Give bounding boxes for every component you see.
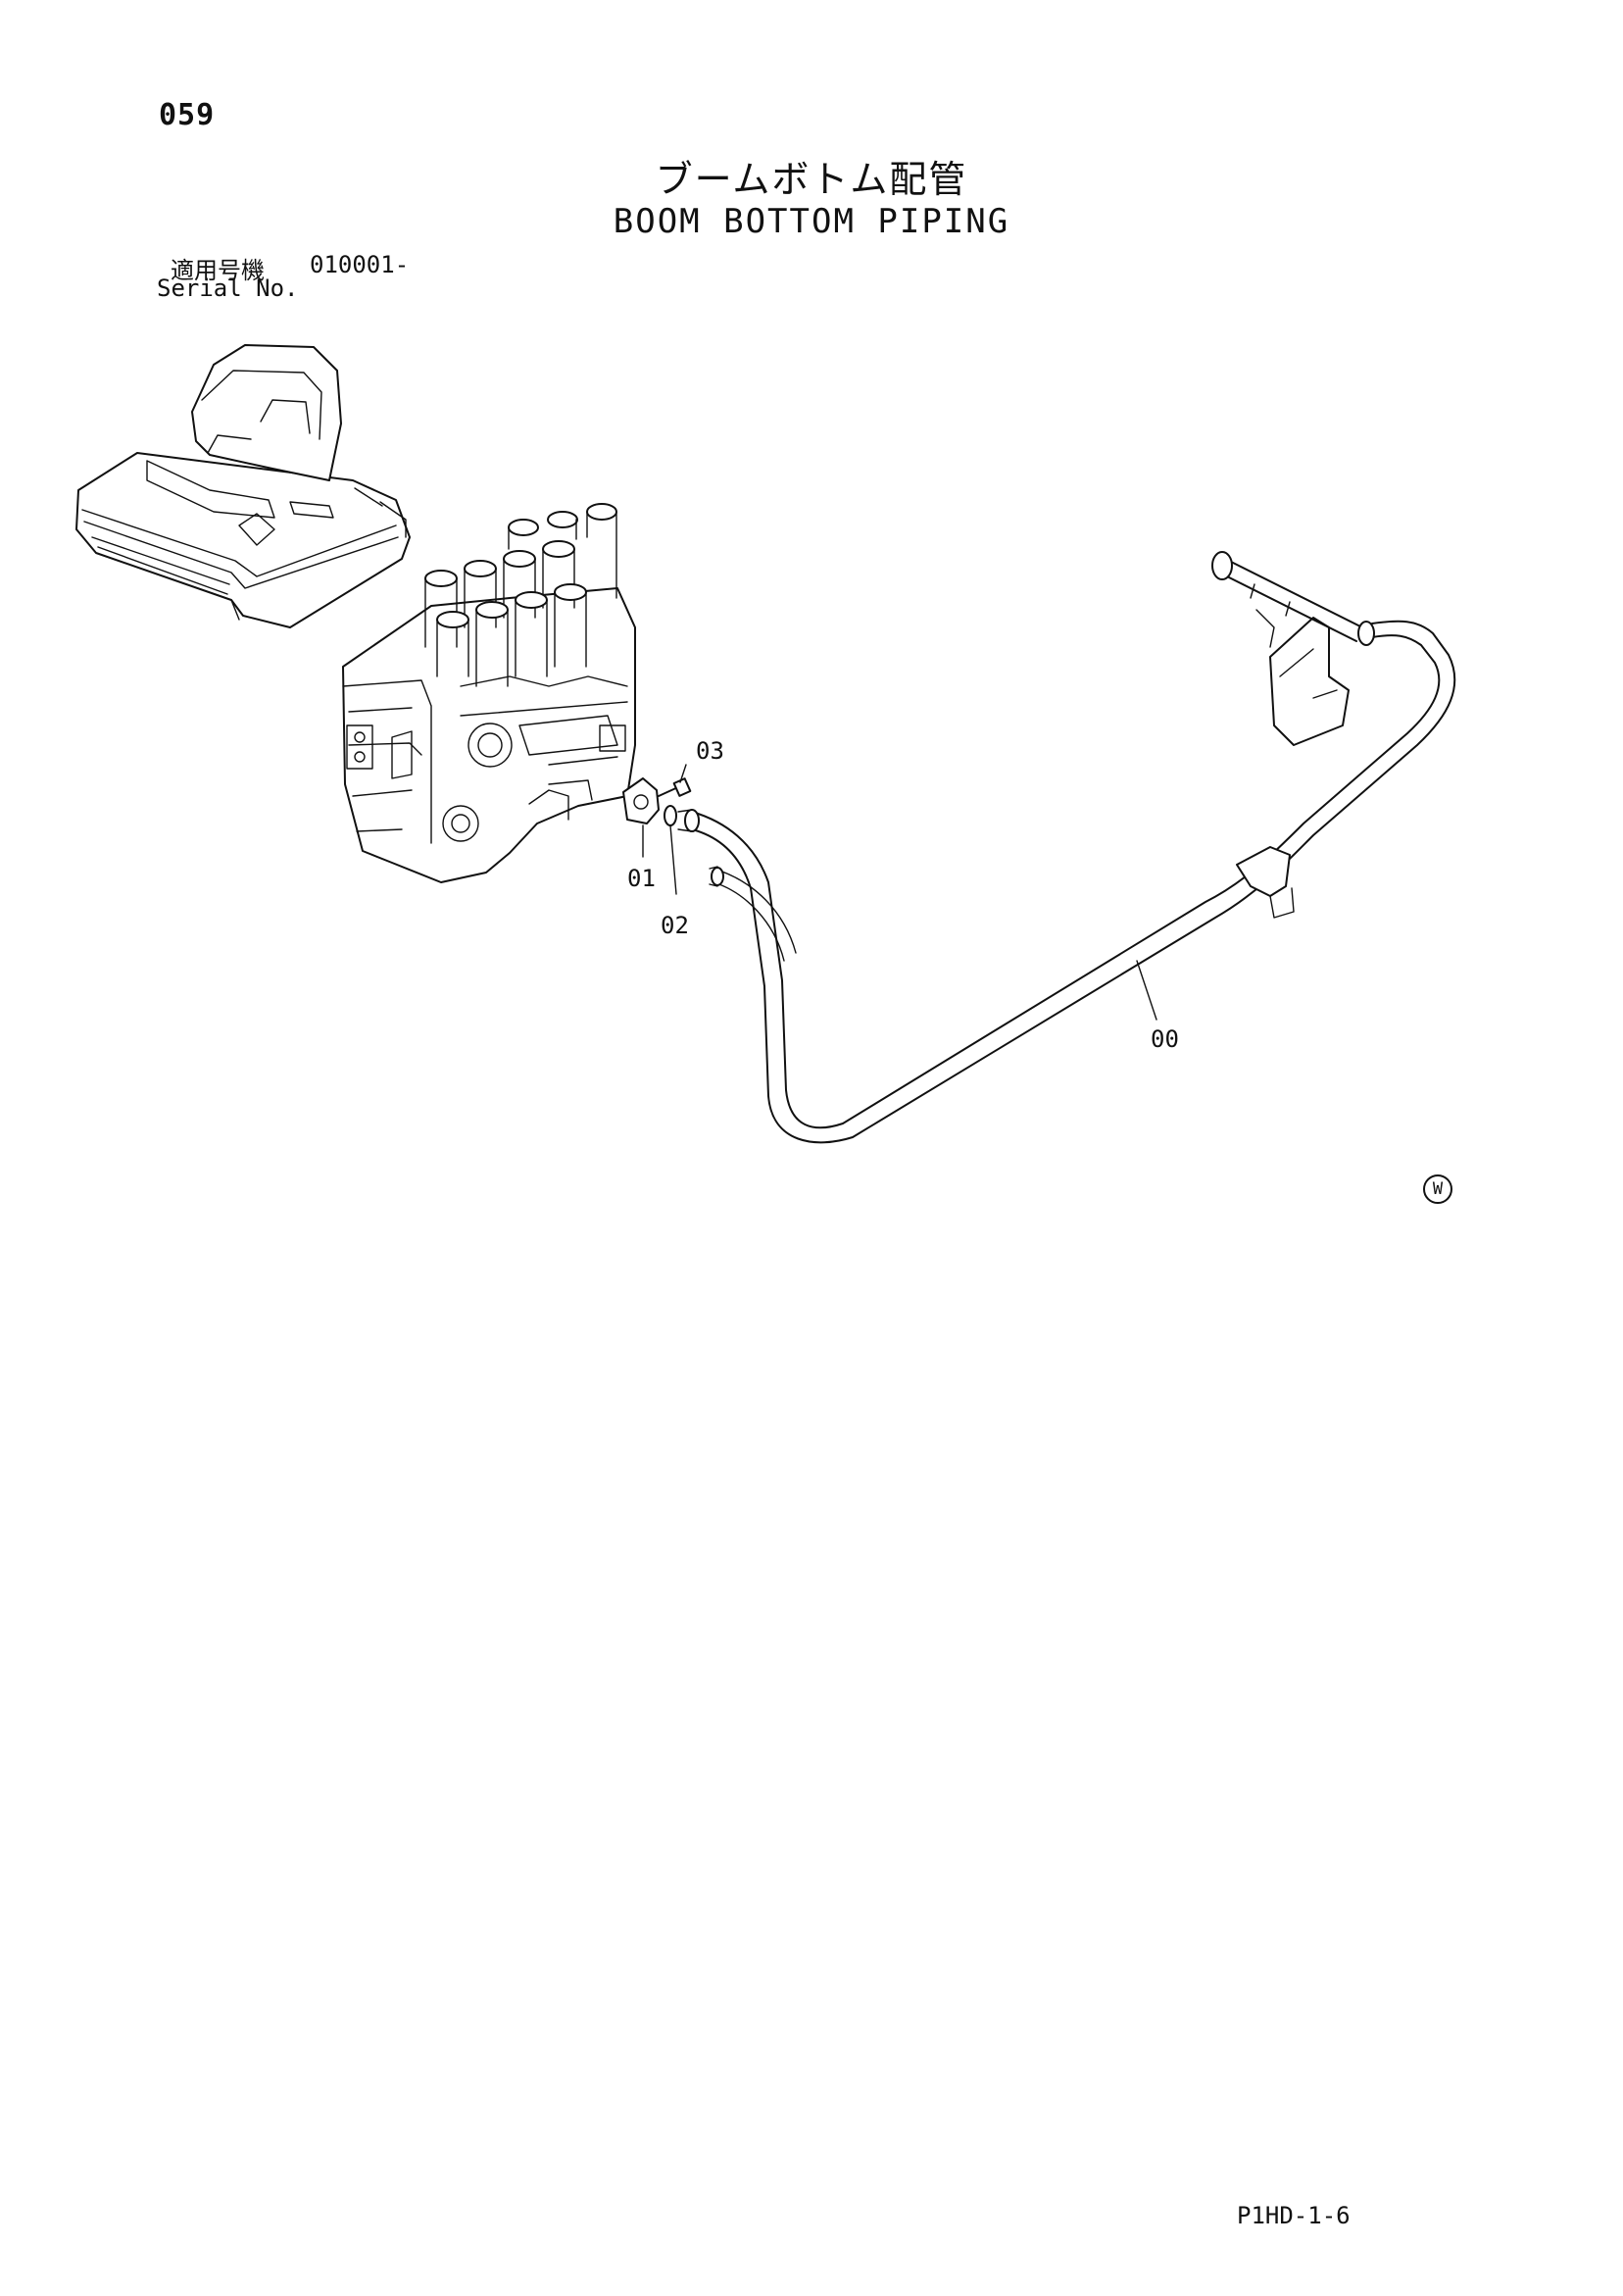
oring-part-02: [664, 805, 677, 826]
callout-01: 01: [627, 865, 656, 892]
callout-00: 00: [1151, 1025, 1179, 1053]
page-title-english: BOOM BOTTOM PIPING: [613, 202, 1010, 241]
callout-02: 02: [661, 912, 689, 939]
serial-number-value: 010001-: [310, 251, 410, 278]
flange-part-01: [622, 777, 660, 824]
valve-spool-caps: [424, 503, 617, 687]
fittings: [622, 764, 692, 895]
boom-bottom-pipe-drawing: [677, 551, 1456, 1144]
control-valve-drawing: [342, 503, 636, 883]
serial-label-japanese: 適用号機: [171, 257, 265, 284]
serial-label-english: Serial No.: [157, 275, 299, 302]
excavator-overview-icon: [75, 344, 411, 628]
document-code: P1HD-1-6: [1237, 2202, 1351, 2229]
page-title-japanese: ブームボトム配管: [655, 158, 968, 201]
callout-03: 03: [696, 737, 724, 765]
page-number: 059: [159, 98, 216, 132]
watermark-stamp: W: [1423, 1174, 1452, 1204]
